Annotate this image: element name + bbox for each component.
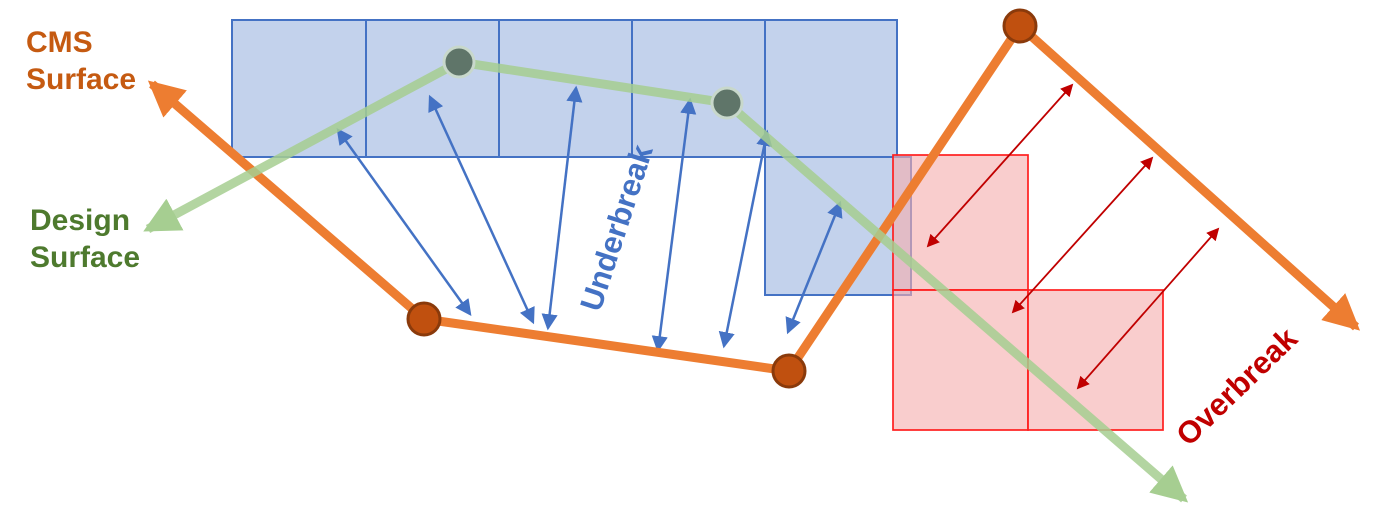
design-surface-node	[442, 45, 476, 79]
cms-surface-node	[406, 301, 442, 337]
underbreak-cell	[365, 19, 500, 158]
cms-surface-node	[771, 353, 807, 389]
underbreak-grid	[231, 19, 912, 296]
design-surface-polyline	[143, 57, 1189, 503]
design-surface-node	[710, 86, 744, 120]
underbreak-cell	[764, 19, 898, 158]
overbreak-cell	[1027, 289, 1164, 431]
underbreak-cell	[231, 19, 367, 158]
overbreak-grid	[892, 154, 1164, 431]
design-surface-nodes	[442, 45, 744, 120]
cms-surface-node	[1002, 8, 1038, 44]
design-surface-line	[143, 57, 1189, 503]
underbreak-arrow	[718, 129, 773, 349]
overbreak-arrow	[1011, 156, 1154, 314]
